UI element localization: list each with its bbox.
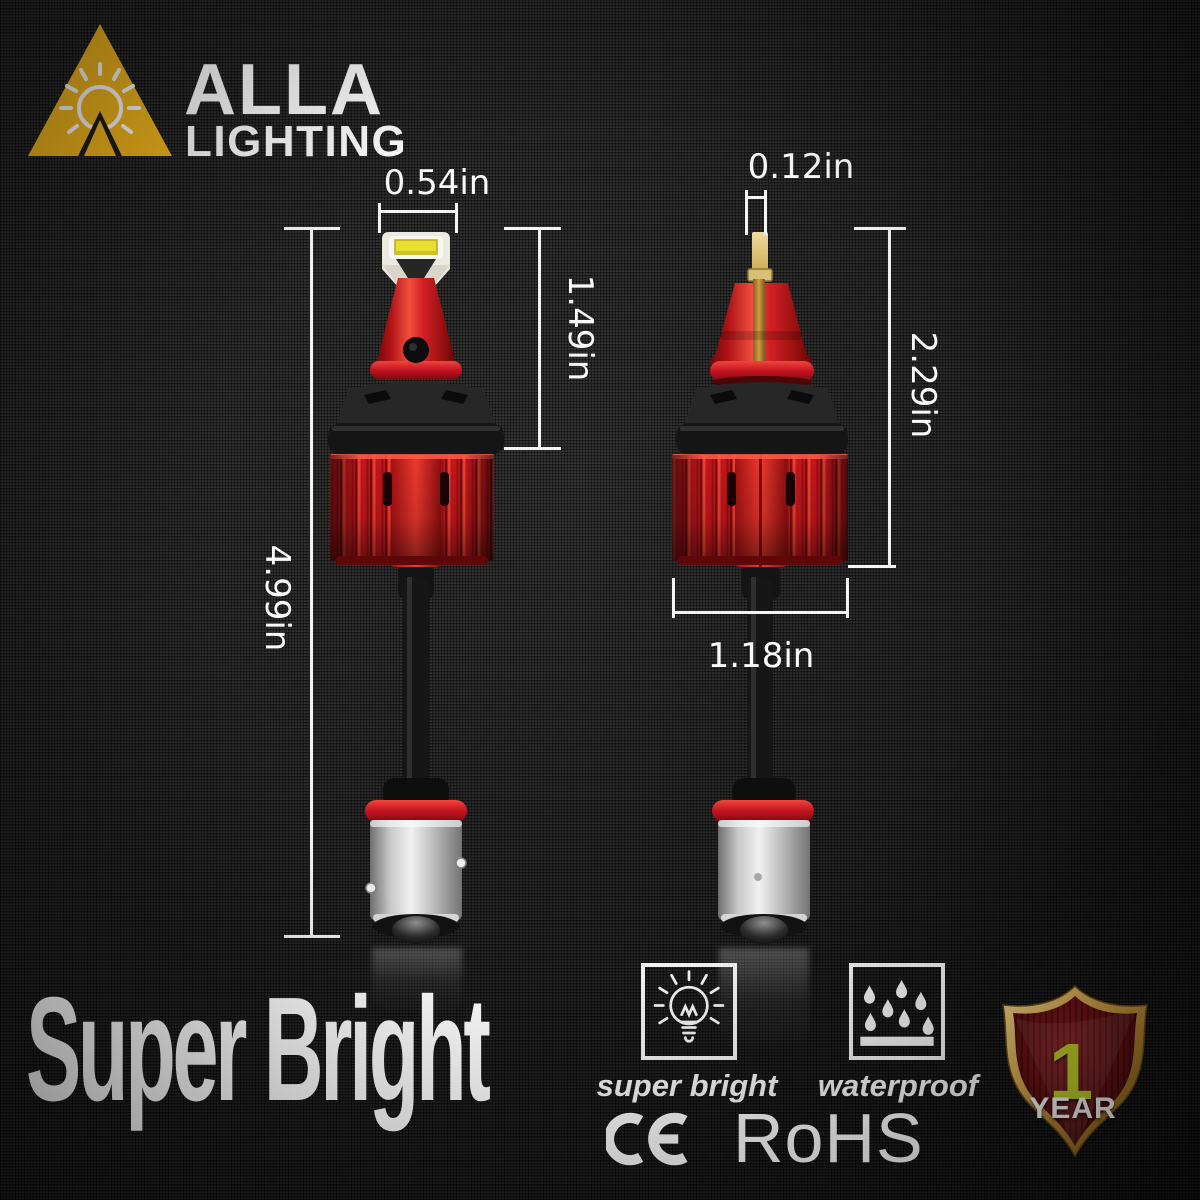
- dim-tick: [284, 227, 340, 230]
- dim-left-tip-width-line: [379, 210, 457, 213]
- light-bulb-icon: [653, 970, 725, 1043]
- dim-tick: [848, 565, 896, 568]
- dim-right-body-width-label: 1.18in: [707, 636, 815, 676]
- dim-right-body-width-line: [672, 611, 849, 614]
- dim-left-upper-height-line: [538, 228, 541, 450]
- dim-tick: [504, 447, 561, 450]
- water-drops-icon: [860, 979, 934, 1046]
- dim-tick: [378, 203, 381, 233]
- dim-left-total-height-line: [310, 228, 313, 938]
- dim-left-total-height-label: 4.99in: [257, 544, 297, 652]
- dim-tick: [284, 935, 340, 938]
- dim-tick: [672, 578, 675, 618]
- rohs-label: RoHS: [733, 1099, 924, 1177]
- waterproof-feature-box: [849, 963, 945, 1060]
- dim-tick: [455, 203, 458, 233]
- dim-left-upper-height-label: 1.49in: [560, 274, 600, 382]
- dim-tick: [846, 578, 849, 618]
- dim-tick: [854, 227, 906, 230]
- dim-tick: [504, 227, 561, 230]
- dim-left-tip-width-label: 0.54in: [383, 163, 491, 203]
- dim-right-tip-width-line: [745, 196, 767, 199]
- warranty-unit-label: YEAR: [1029, 1092, 1117, 1125]
- dim-right-upper-height-line: [888, 228, 891, 568]
- dim-right-upper-height-label: 2.29in: [903, 331, 943, 439]
- dim-right-tip-width-label: 0.12in: [747, 147, 855, 187]
- brand-tagline: LIGHTING: [185, 117, 408, 166]
- super-bright-feature-box: [641, 963, 737, 1060]
- brand-logo: ALLA LIGHTING: [24, 16, 424, 166]
- triangle-bulb-logo-icon: [28, 24, 172, 156]
- ce-mark-icon: [606, 1112, 688, 1166]
- left-bulb: [328, 232, 504, 944]
- brand-name: ALLA: [184, 50, 384, 130]
- headline: Super Bright: [26, 967, 491, 1132]
- right-bulb: [672, 232, 848, 944]
